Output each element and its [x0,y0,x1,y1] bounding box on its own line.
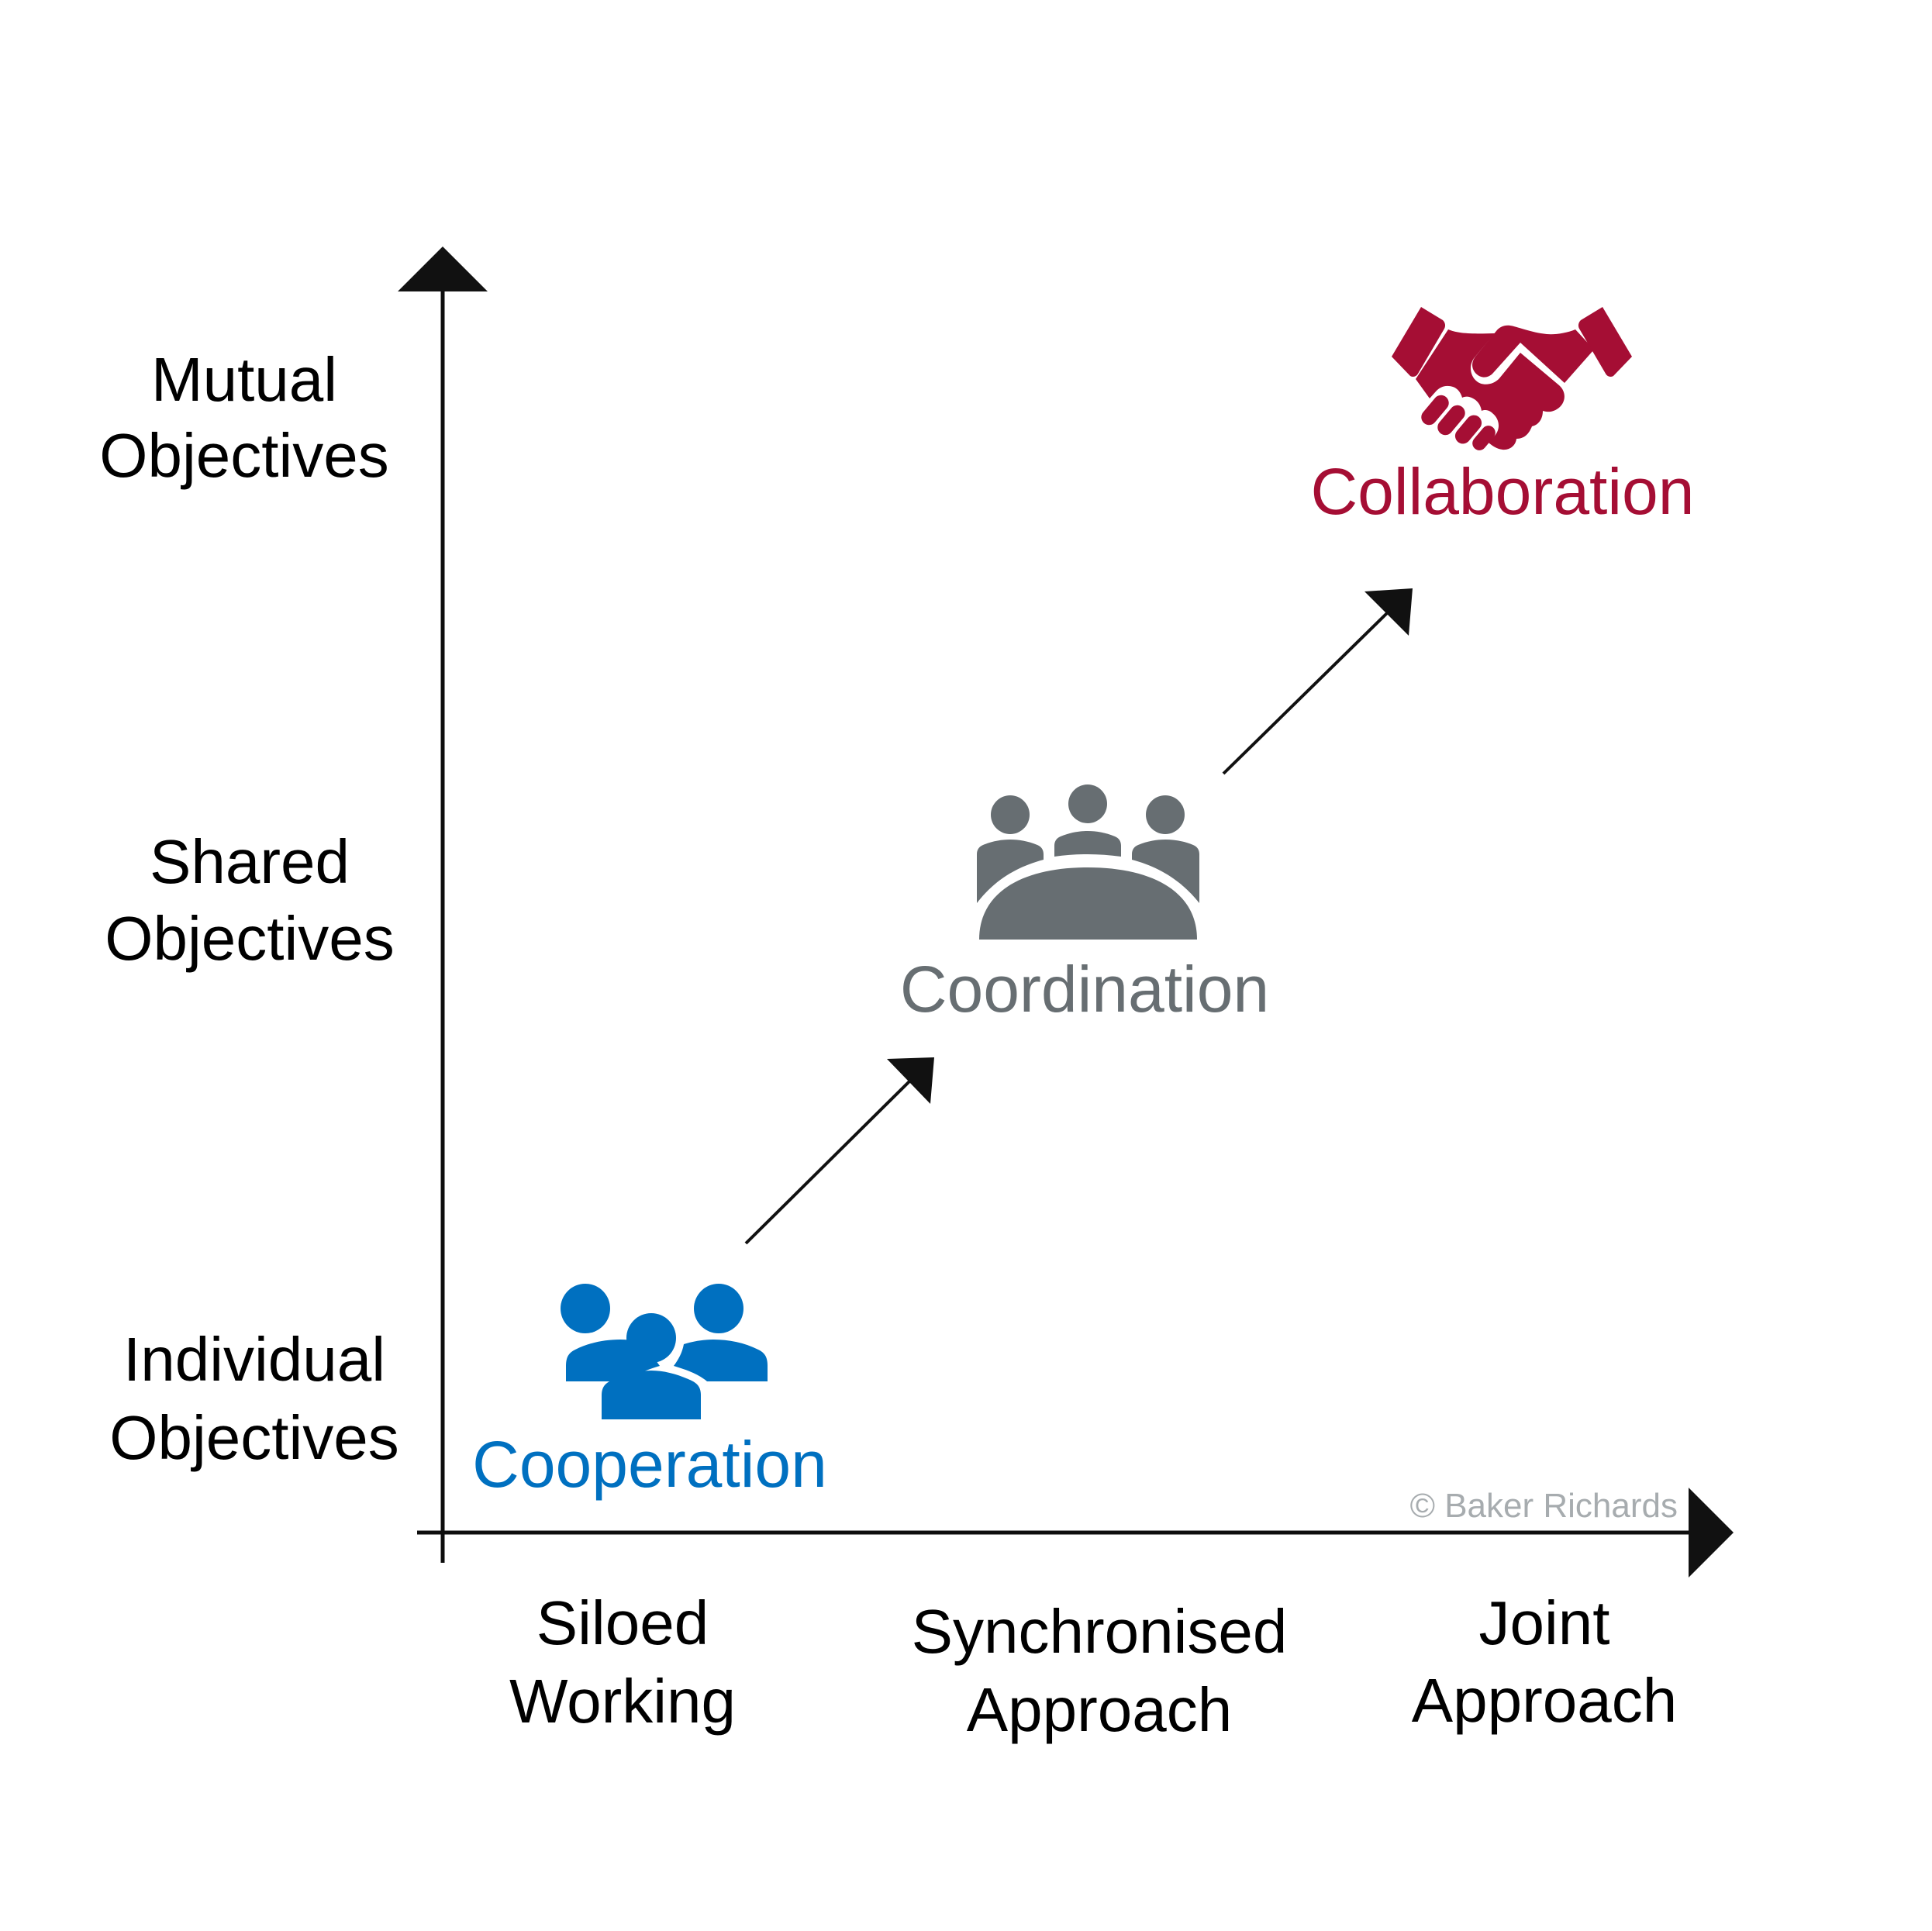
stage-coordination: Coordination [900,784,1269,1026]
meeting-table-icon [977,784,1199,940]
copyright-watermark: © Baker Richards [1410,1487,1678,1525]
handshake-icon [1392,307,1632,450]
y-axis-arrowhead [398,247,488,291]
stage-collaboration: Collaboration [1311,307,1695,528]
x-level-siloed-line2: Working [509,1667,736,1736]
x-level-joint-line1: Joint [1479,1588,1610,1657]
y-level-individual-line2: Objectives [109,1403,398,1472]
y-level-shared-line2: Objectives [105,904,394,973]
x-level-synchronised-line1: Synchronised [912,1597,1288,1666]
x-axis-arrowhead [1689,1488,1734,1578]
y-level-shared-line1: Shared [150,827,350,896]
arrow-head [887,1057,934,1104]
connection-arrow-cooperation-to-coordination [744,1057,934,1245]
stage-cooperation: Cooperation [472,1284,827,1501]
y-level-mutual-line2: Objectives [99,421,388,490]
y-level-individual-line1: Individual [123,1325,385,1394]
arrow-head [1364,588,1413,636]
stage-label-coordination: Coordination [900,953,1269,1026]
arrow-shaft [1222,611,1389,775]
y-level-mutual-line1: Mutual [151,345,337,414]
connection-arrow-coordination-to-collaboration [1222,588,1413,775]
x-level-synchronised-line2: Approach [967,1675,1232,1744]
x-axis-labels: Siloed Working Synchronised Approach Joi… [509,1588,1677,1744]
y-axis-labels: Individual Objectives Shared Objectives … [99,345,398,1472]
y-axis [398,247,488,1563]
stage-label-cooperation: Cooperation [472,1428,827,1501]
x-level-joint-line2: Approach [1412,1666,1677,1735]
stage-label-collaboration: Collaboration [1311,455,1695,528]
x-level-siloed-line1: Siloed [536,1588,709,1657]
people-group-icon [561,1284,768,1419]
x-axis [417,1488,1734,1578]
arrow-shaft [744,1079,912,1245]
